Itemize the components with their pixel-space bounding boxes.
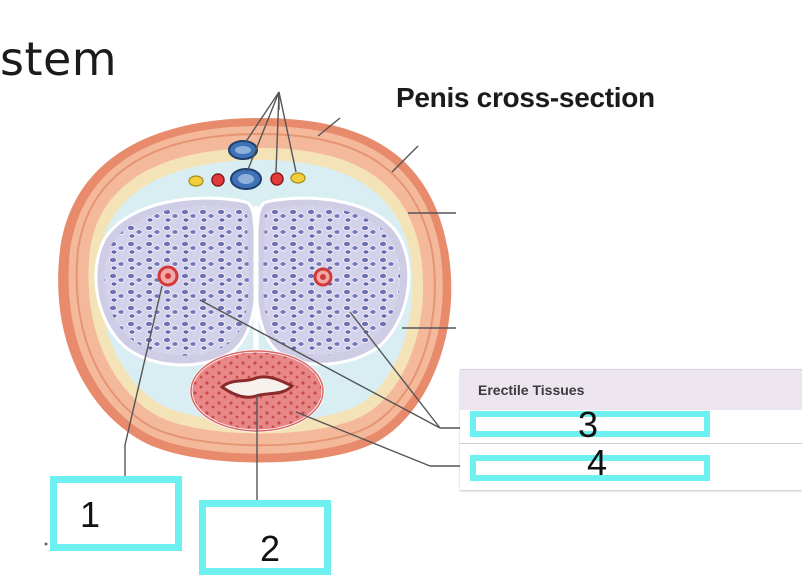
label-number-4: 4 — [587, 442, 608, 483]
answer-box-2[interactable] — [199, 500, 331, 575]
deep-artery-right-lumen — [320, 274, 326, 280]
deep-dorsal-vein-lumen — [235, 146, 251, 154]
leader-lines — [124, 91, 470, 500]
dartos-stripe-1 — [75, 132, 436, 447]
dorsal-artery-right — [270, 172, 284, 186]
table-row-divider — [460, 443, 802, 444]
label-number-3: 3 — [578, 404, 599, 445]
deep-artery-left-lumen — [165, 273, 171, 279]
label-number-1: 1 — [80, 494, 101, 535]
urethra — [219, 375, 295, 399]
dorsal-nerve-left — [188, 175, 204, 187]
answer-box-1[interactable] — [50, 476, 182, 551]
table-header: Erectile Tissues — [460, 370, 802, 410]
dorsal-vein-lumen — [238, 174, 254, 184]
diagram-title: Penis cross-section — [396, 82, 655, 113]
answer-field-4[interactable] — [470, 455, 710, 481]
slide-heading-fragment: stem — [0, 32, 118, 86]
label-number-2: 2 — [260, 528, 281, 569]
dorsal-nerve-right — [290, 172, 306, 184]
stray-dot — [44, 542, 48, 546]
dorsal-artery-left — [211, 173, 225, 187]
answer-field-3[interactable] — [470, 411, 710, 437]
